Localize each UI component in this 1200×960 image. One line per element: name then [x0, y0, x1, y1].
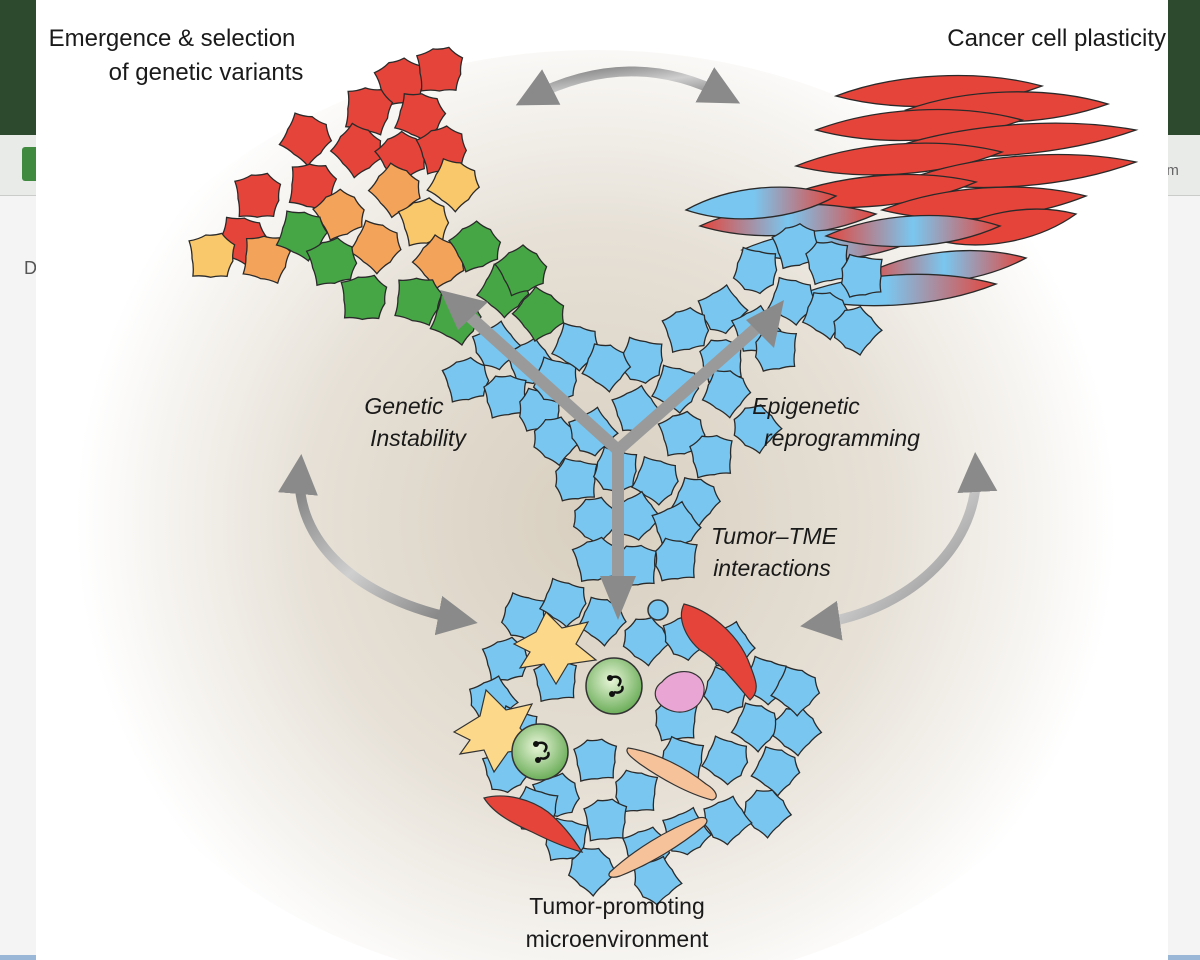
blue-cell — [651, 500, 702, 549]
label-cancer-plasticity: Cancer cell plasticity — [947, 25, 1166, 52]
left-gutter — [0, 196, 36, 960]
fibroblast-cell — [483, 795, 584, 853]
variant-cell-green — [493, 244, 548, 297]
label-epigenetic: Epigenetic — [752, 393, 860, 419]
blue-cell — [441, 356, 490, 403]
blue-cell — [732, 246, 778, 295]
blue-cell — [630, 455, 679, 506]
tumor-heterogeneity-diagram: Emergence & selection of genetic variant… — [36, 25, 1166, 960]
blue-cell — [701, 369, 752, 419]
variant-cell-orange — [347, 219, 402, 275]
epigenetic-arrowhead — [746, 300, 784, 348]
blue-cell — [833, 305, 883, 356]
variant-cell-red — [329, 122, 384, 179]
blue-cell — [742, 789, 793, 839]
blue-cell — [770, 665, 821, 717]
variant-cell-green — [394, 277, 444, 327]
tme-arrowhead — [600, 576, 636, 620]
blue-cell — [581, 343, 632, 393]
top-curved-arrow — [515, 66, 741, 106]
variant-cell-green — [340, 274, 388, 321]
stromal-cell — [608, 816, 708, 878]
variant-cell-green — [305, 236, 358, 287]
blue-cell — [538, 577, 587, 628]
blue-cell — [572, 496, 623, 547]
blue-cell — [700, 735, 749, 786]
macrophage-cell — [654, 671, 705, 713]
stromal-cell — [626, 747, 717, 801]
variant-cell-red — [415, 46, 464, 92]
small-cell — [647, 599, 669, 621]
variant-cell-red — [278, 112, 333, 167]
blue-cell — [483, 375, 527, 419]
dendritic-cell — [512, 610, 598, 686]
blue-cell — [622, 616, 673, 667]
blue-cell — [554, 457, 598, 502]
variant-cell-red — [344, 87, 394, 136]
figure-panel: Emergence & selection of genetic variant… — [36, 0, 1168, 960]
blue-cell — [661, 306, 710, 354]
blue-cell — [689, 434, 733, 479]
variant-cell-yellow — [426, 157, 481, 213]
green-toolbar-button[interactable] — [22, 147, 40, 181]
spindle-cell-transitioning — [824, 214, 1002, 248]
fibroblast-cell — [680, 603, 757, 701]
blue-cell — [840, 253, 883, 298]
genetic-instability-arrowhead — [440, 290, 488, 330]
variant-cell-orange — [242, 235, 292, 285]
y-arrows — [440, 290, 784, 620]
variant-cell-red — [234, 172, 282, 218]
variant-cell-yellow — [188, 232, 236, 278]
blue-cell — [583, 798, 628, 842]
blue-cell — [703, 795, 753, 846]
lymphocyte-cell — [511, 723, 569, 781]
variant-cell-green — [511, 285, 565, 343]
blue-cell — [655, 537, 698, 582]
blue-cell — [573, 738, 618, 782]
blue-cell — [550, 322, 600, 372]
label-microenvironment: microenvironment — [526, 926, 709, 952]
label-instability: Instability — [370, 425, 467, 451]
label-tumor-promoting: Tumor-promoting — [529, 893, 705, 919]
right-gutter — [1168, 196, 1200, 960]
blue-cell — [750, 745, 801, 797]
blue-cell — [533, 416, 583, 467]
blue-cell — [733, 403, 783, 455]
label-emergence-line2: of genetic variants — [109, 59, 304, 86]
genetic-variant-cells — [188, 46, 565, 347]
label-reprogramming: reprogramming — [764, 425, 920, 451]
spindle-cell-transitioning — [684, 186, 838, 220]
left-edge-text: D — [24, 258, 37, 278]
blue-cell — [805, 241, 849, 286]
blue-cell — [567, 847, 619, 897]
label-emergence-line1: Emergence & selection — [49, 25, 296, 52]
microenvironment-cells — [452, 599, 757, 878]
right-curved-arrow — [800, 452, 998, 641]
blue-cell — [772, 707, 823, 757]
label-tumor-tme: Tumor–TME — [711, 523, 838, 549]
variant-cell-green — [447, 220, 502, 273]
lymphocyte-cell — [585, 657, 643, 715]
label-genetic: Genetic — [364, 393, 444, 419]
label-interactions: interactions — [713, 555, 831, 581]
left-curved-arrow — [278, 454, 478, 636]
curved-double-arrows — [278, 66, 998, 641]
